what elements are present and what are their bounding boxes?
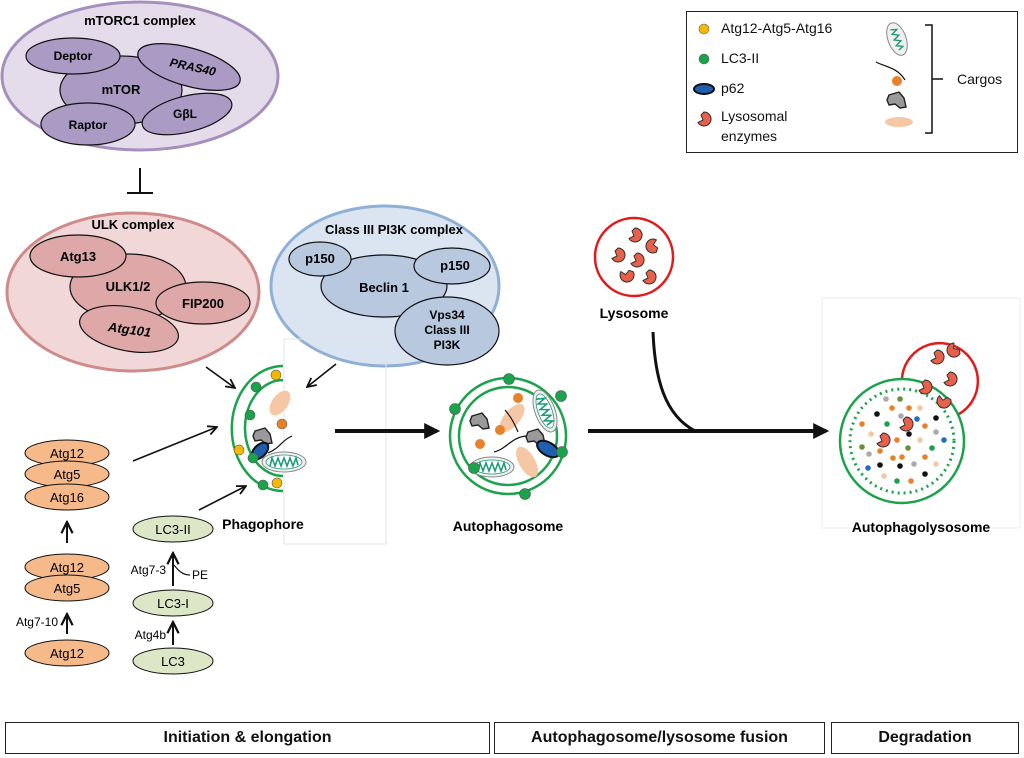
atg12-bottom-label: Atg12 bbox=[50, 646, 84, 661]
atg16-label: Atg16 bbox=[50, 490, 84, 505]
atg7-10-label: Atg7-10 bbox=[16, 615, 58, 629]
legend-label-atg-complex: Atg12-Atg5-Atg16 bbox=[721, 20, 833, 36]
legend-label-enzymes: enzymes bbox=[721, 128, 778, 144]
atg4b-label: Atg4b bbox=[135, 628, 167, 642]
legend-icons bbox=[693, 22, 943, 134]
phagophore: Phagophore bbox=[222, 364, 307, 532]
phagophore-panel bbox=[283, 338, 387, 545]
fip200-label: FIP200 bbox=[182, 296, 224, 311]
orange-particle-icon bbox=[892, 76, 902, 86]
protein-strand-icon bbox=[875, 61, 906, 81]
stage-degradation: Degradation bbox=[831, 722, 1019, 754]
degraded-particles bbox=[859, 396, 947, 484]
ulk-complex: ULK complex ULK1/2 Atg13 FIP200 Atg101 bbox=[5, 211, 261, 373]
atg-complex-to-phagophore-arrow bbox=[132, 427, 217, 462]
lysosome-label: Lysosome bbox=[600, 305, 669, 321]
autophagosome: Autophagosome bbox=[448, 373, 568, 534]
pi3k-title: Class III PI3K complex bbox=[325, 222, 464, 237]
beclin1-label: Beclin 1 bbox=[359, 280, 409, 295]
autophagolysosome-label: Autophagolysosome bbox=[852, 519, 991, 535]
phagophore-label: Phagophore bbox=[222, 516, 304, 532]
atg5-top-label: Atg5 bbox=[54, 467, 81, 482]
mtor-label: mTOR bbox=[102, 82, 141, 97]
pi3k-to-phagophore-arrow bbox=[307, 363, 337, 387]
mtorc1-complex: mTORC1 complex mTOR Deptor PRAS40 Raptor… bbox=[0, 0, 280, 152]
atg101-label: Atg101 bbox=[106, 319, 152, 340]
legend-box: Atg12-Atg5-Atg16 LC3-II p62 Lysosomal en… bbox=[686, 11, 1018, 153]
stage-fusion: Autophagosome/lysosome fusion bbox=[494, 722, 825, 754]
lc3-label: LC3 bbox=[161, 654, 185, 669]
p62-ellipse-icon bbox=[693, 83, 715, 95]
atg12-mid-label: Atg12 bbox=[50, 560, 84, 575]
ulk-title: ULK complex bbox=[91, 217, 175, 232]
pe-label: PE bbox=[192, 568, 208, 582]
vps34-pi3k-label: PI3K bbox=[434, 338, 461, 352]
cargos-bracket bbox=[925, 24, 943, 134]
lc3-processing-pathway: LC3-II Atg7-3 PE LC3-I Atg4b LC3 bbox=[131, 515, 214, 675]
lysosome-fusion-curve bbox=[651, 331, 696, 433]
atg13-label: Atg13 bbox=[60, 249, 96, 264]
ulk12-label: ULK1/2 bbox=[106, 279, 151, 294]
atg7-3-label: Atg7-3 bbox=[131, 563, 167, 577]
deptor-label: Deptor bbox=[54, 49, 93, 63]
lipid-droplet-icon bbox=[885, 117, 913, 127]
legend-label-p62: p62 bbox=[721, 80, 745, 96]
enzyme-icon bbox=[697, 111, 712, 127]
ulk-to-phagophore-arrow bbox=[205, 366, 235, 388]
vps34-label: Vps34 bbox=[429, 308, 465, 322]
p150-right-label: p150 bbox=[440, 258, 470, 273]
debris-icon bbox=[886, 91, 907, 109]
lc3ii-to-phagophore-arrow bbox=[198, 486, 246, 511]
legend-label-cargos: Cargos bbox=[957, 71, 1003, 87]
p150-left-label: p150 bbox=[305, 251, 335, 266]
lc3-i-label: LC3-I bbox=[157, 596, 189, 611]
mitochondrion-icon bbox=[886, 22, 908, 56]
autophagolysosome: Autophagolysosome bbox=[838, 340, 991, 535]
stage-initiation-elongation: Initiation & elongation bbox=[5, 722, 490, 754]
green-dot-icon bbox=[698, 53, 710, 65]
vps34-class-label: Class III bbox=[424, 323, 469, 337]
lc3-ii-label: LC3-II bbox=[155, 522, 190, 537]
inhibition-symbol bbox=[127, 168, 153, 194]
gbl-label: GβL bbox=[173, 107, 197, 121]
legend-label-lc3-ii: LC3-II bbox=[721, 50, 760, 66]
atg12-conjugation-pathway: Atg12 Atg5 Atg16 Atg12 Atg5 Atg7-10 Atg1… bbox=[16, 439, 110, 667]
yellow-dot-icon bbox=[698, 23, 710, 35]
atg5-mid-label: Atg5 bbox=[54, 581, 81, 596]
pi3k-complex: Class III PI3K complex Beclin 1 p150 p15… bbox=[269, 204, 501, 368]
atg12-top-label: Atg12 bbox=[50, 446, 84, 461]
raptor-label: Raptor bbox=[69, 118, 108, 132]
legend-label-lysosomal: Lysosomal bbox=[721, 108, 788, 124]
mtorc1-title: mTORC1 complex bbox=[84, 13, 197, 28]
autophagolysosome-panel bbox=[821, 297, 1021, 529]
autophagosome-label: Autophagosome bbox=[453, 518, 564, 534]
lysosome: Lysosome bbox=[593, 216, 675, 321]
